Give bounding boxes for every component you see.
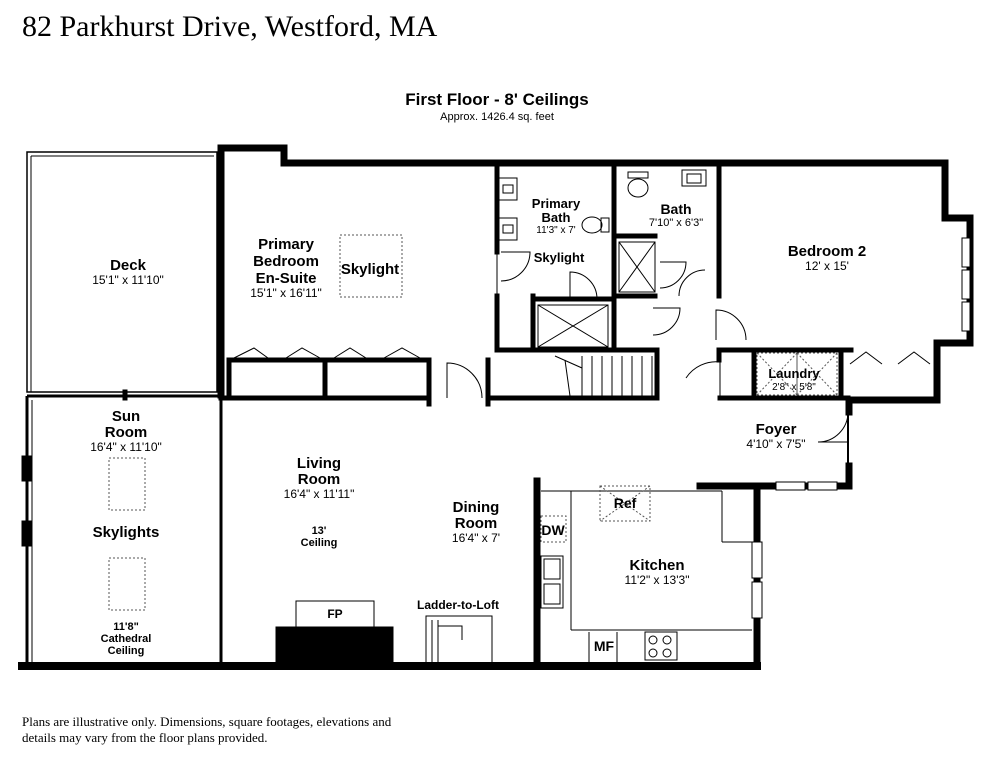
skylights: [108, 234, 403, 611]
bath-fixtures: [498, 169, 707, 348]
sun-room-outline: [21, 389, 223, 664]
interior-walls: [218, 165, 854, 407]
fp-label: FP: [327, 607, 342, 621]
primary-bedroom-dims: 15'1" x 16'11": [250, 286, 322, 300]
laundry-label: Laundry: [768, 366, 820, 381]
living-room-ceiling-1: 13': [312, 525, 327, 537]
ladder-to-loft: [425, 615, 493, 662]
dining-room-label-1: Dining: [453, 499, 500, 516]
fireplace: [275, 600, 394, 667]
floor-title: First Floor - 8' Ceilings: [405, 90, 589, 109]
primary-bath-dims: 11'3" x 7': [536, 225, 576, 236]
bedroom2-dims: 12' x 15': [805, 259, 849, 273]
dining-room-label-2: Room: [455, 515, 498, 532]
living-room-label-1: Living: [297, 455, 341, 472]
laundry-dims: 2'8" x 5'8": [772, 382, 816, 393]
primary-bath-skylight-label: Skylight: [534, 250, 585, 265]
kitchen-label: Kitchen: [629, 557, 684, 574]
sun-room-label-1: Sun: [112, 408, 140, 425]
doors: [446, 251, 849, 466]
primary-bedroom-skylight-label: Skylight: [341, 261, 399, 278]
bedroom2-label: Bedroom 2: [788, 243, 866, 260]
sun-room-skylights-label: Skylights: [93, 524, 160, 541]
sun-room-ceiling-2: Cathedral: [101, 633, 152, 645]
floor-area: Approx. 1426.4 sq. feet: [440, 111, 554, 123]
sun-room-label-2: Room: [105, 424, 148, 441]
living-room-label-2: Room: [298, 471, 341, 488]
primary-bath-label-2: Bath: [542, 210, 571, 225]
foyer-dims: 4'10" x 7'5": [746, 437, 805, 451]
bath-label: Bath: [660, 201, 691, 217]
sun-room-ceiling-3: Ceiling: [108, 645, 145, 657]
dw-label: DW: [541, 522, 565, 538]
foyer-label: Foyer: [756, 421, 797, 438]
deck-dims: 15'1" x 11'10": [92, 273, 164, 287]
deck-outline: [26, 151, 218, 393]
ref-label: Ref: [614, 495, 637, 511]
primary-bedroom-label-2: Bedroom: [253, 253, 319, 270]
bath-dims: 7'10" x 6'3": [649, 217, 703, 229]
deck-label: Deck: [110, 257, 147, 274]
laundry-units: [756, 352, 838, 396]
kitchen-appliance-outlines: [540, 485, 651, 543]
living-room-dims: 16'4" x 11'11": [284, 487, 355, 501]
property-address: 82 Parkhurst Drive, Westford, MA: [22, 10, 438, 43]
sun-room-ceiling-1: 11'8": [113, 621, 139, 633]
disclaimer: Plans are illustrative only. Dimensions,…: [22, 714, 392, 745]
primary-bedroom-label-1: Primary: [258, 236, 315, 253]
kitchen-layout: [540, 490, 752, 662]
primary-bedroom-label-3: En-Suite: [256, 270, 317, 287]
primary-bath-label-1: Primary: [532, 196, 581, 211]
kitchen-dims: 11'2" x 13'3": [625, 573, 690, 587]
mf-label: MF: [594, 638, 615, 654]
dining-room-dims: 16'4" x 7': [452, 531, 500, 545]
living-room-ceiling-2: Ceiling: [301, 537, 338, 549]
windows: [751, 237, 971, 619]
stairs: [554, 355, 653, 397]
closet-bifold-doors: [233, 347, 931, 365]
sun-room-dims: 16'4" x 11'10": [90, 440, 162, 454]
ladder-label: Ladder-to-Loft: [417, 598, 499, 612]
